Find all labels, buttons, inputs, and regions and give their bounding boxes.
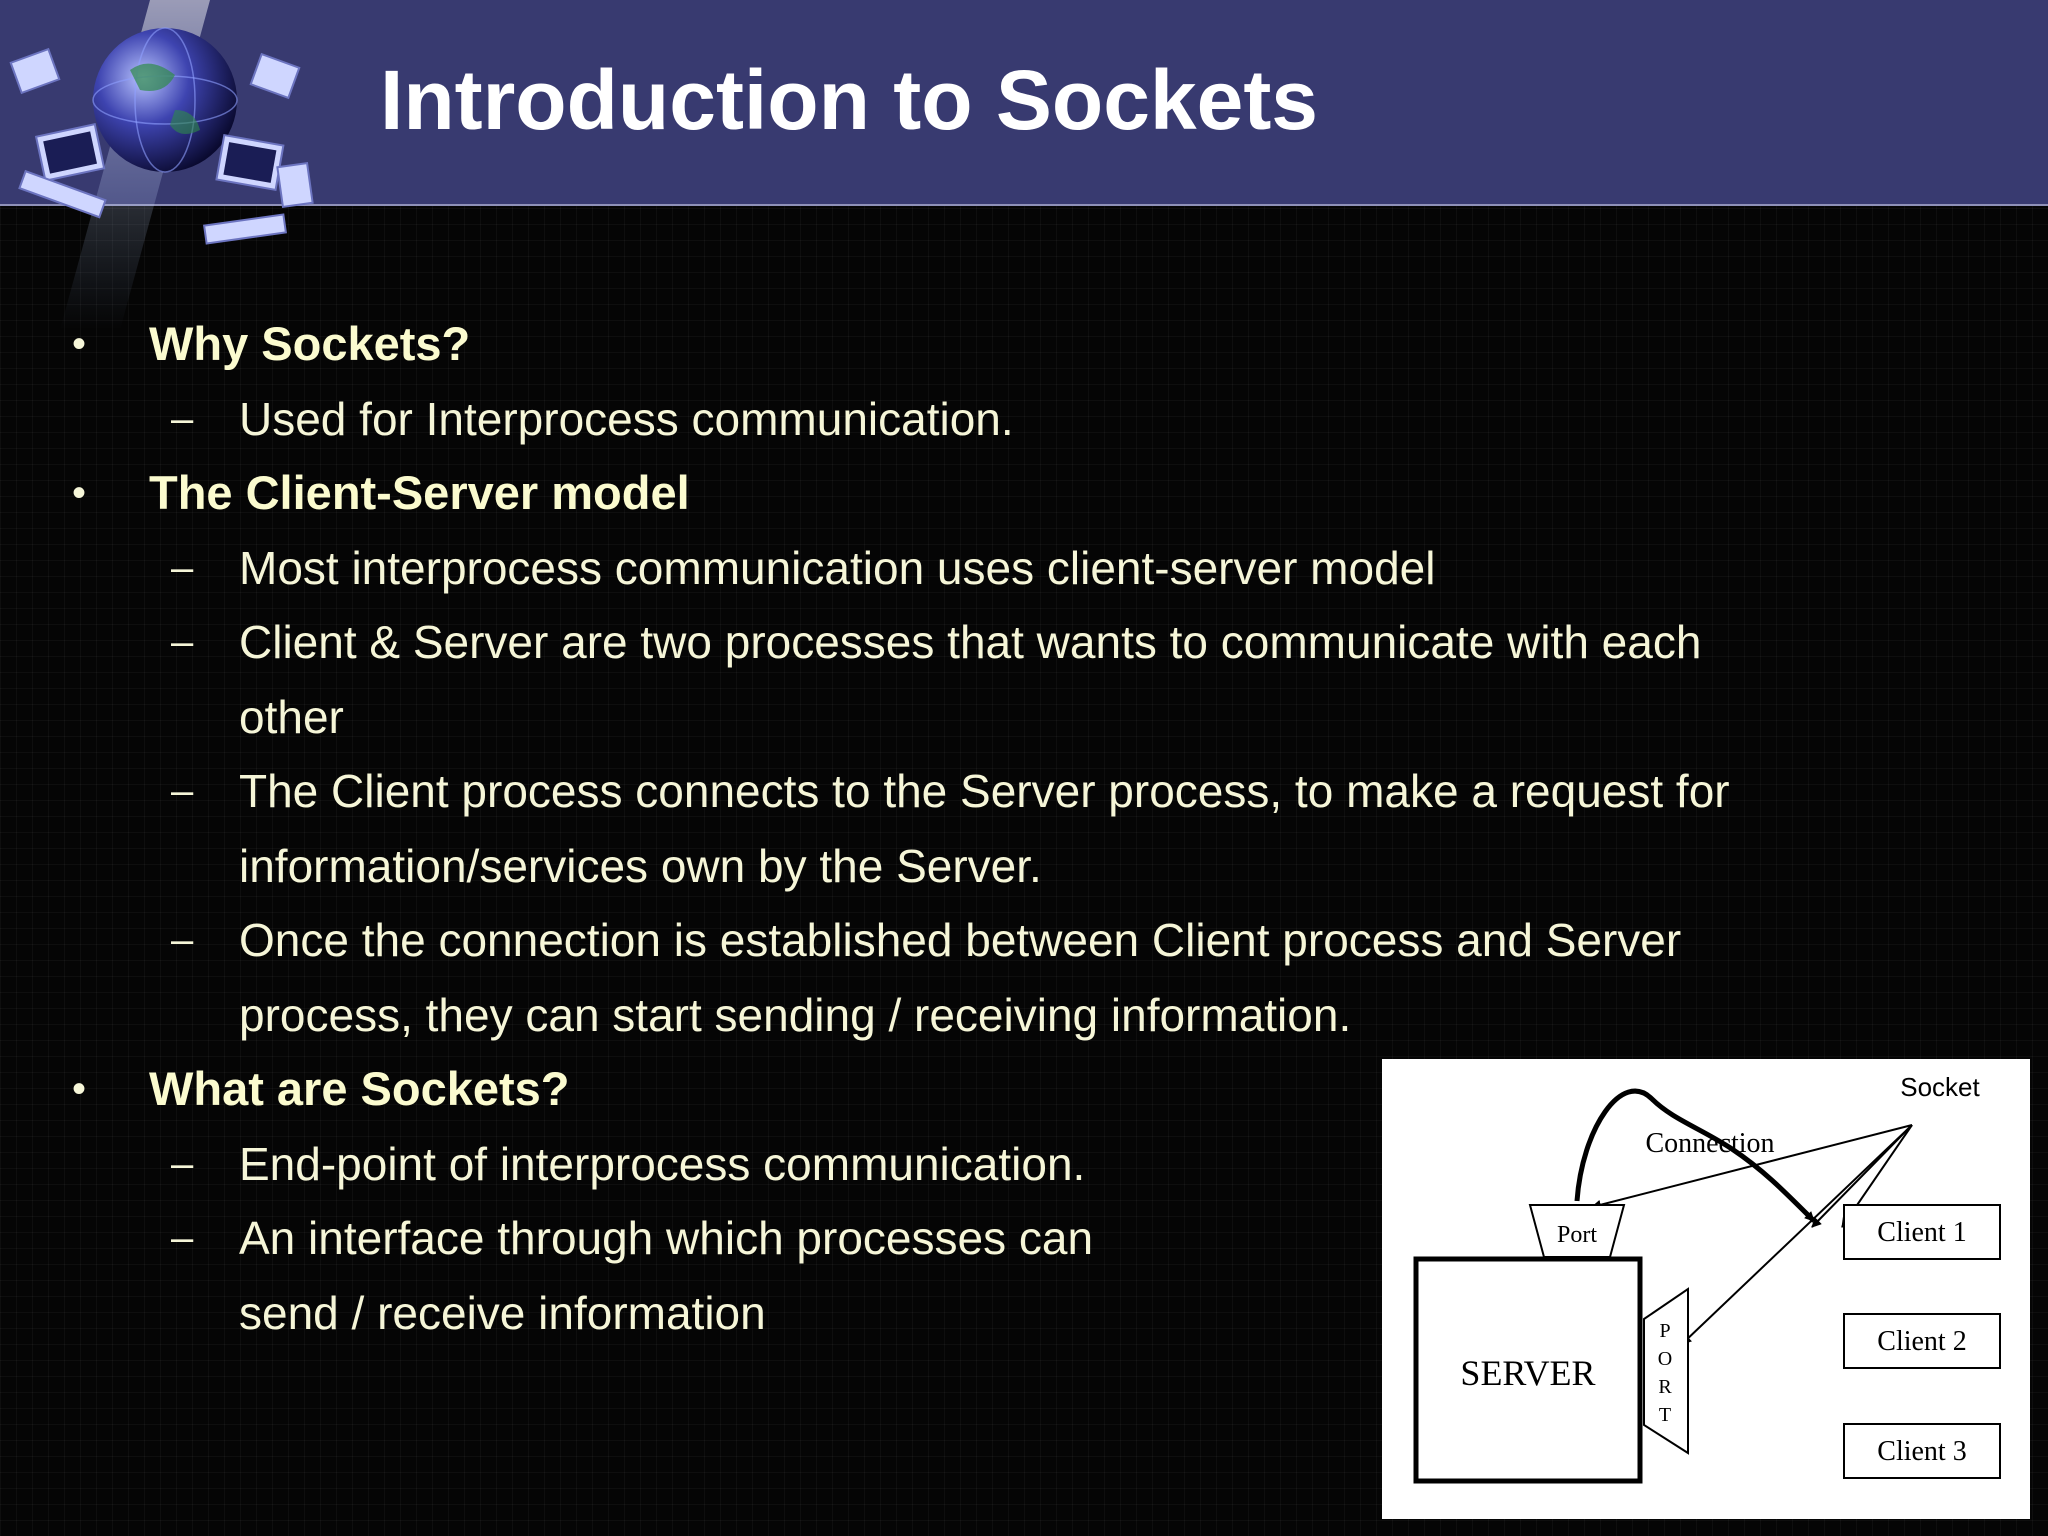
socket-arrow-vertical-port [1681,1124,1913,1345]
port-side-shape [1643,1287,1689,1455]
sub-bullet-interface: An interface through which processes can [239,1212,1094,1264]
sub-bullet-two-processes-cont: other [239,691,344,743]
port-letter-p: P [1659,1320,1670,1342]
port-label: Port [1557,1222,1597,1248]
dash-marker: – [171,918,194,962]
connection-label: Connection [1645,1128,1774,1159]
server-box [1413,1256,1643,1484]
title-bar: Introduction to Sockets [0,0,2048,206]
port-letter-t: T [1659,1404,1671,1426]
dash-marker: – [171,397,194,441]
client-3-box [1843,1423,2001,1479]
sub-bullet-connection-established-cont: process, they can start sending / receiv… [239,989,1352,1041]
bullet-what-are-sockets: What are Sockets? [149,1062,570,1115]
bullet-marker: • [72,471,87,515]
sub-bullet-connection-established: Once the connection is established betwe… [239,914,1682,966]
client-1-label: Client 1 [1877,1217,1966,1248]
sub-bullet-endpoint: End-point of interprocess communication. [239,1138,1086,1190]
dash-marker: – [171,546,194,590]
sub-bullet-client-connects-cont: information/services own by the Server. [239,840,1042,892]
client-1-box [1843,1204,2001,1260]
port-letter-o: O [1658,1348,1672,1370]
dash-marker: – [171,769,194,813]
dash-marker: – [171,1142,194,1186]
sub-bullet-ipc: Used for Interprocess communication. [239,393,1014,445]
port-letter-r: R [1658,1376,1672,1398]
bullet-client-server-model: The Client-Server model [149,466,690,519]
sub-bullet-interface-cont: send / receive information [239,1287,766,1339]
sub-bullet-client-connects: The Client process connects to the Serve… [239,765,1730,817]
bullet-why-sockets: Why Sockets? [149,317,471,370]
sub-bullet-two-processes: Client & Server are two processes that w… [239,616,1702,668]
client-2-box [1843,1313,2001,1369]
socket-label: Socket [1900,1072,1980,1102]
globe-network-logo [0,0,340,330]
bullet-marker: • [72,322,87,366]
socket-diagram: Port SERVER P O R T Client 1 Client 2 Cl… [1382,1059,2030,1519]
client-2-label: Client 2 [1877,1326,1966,1357]
client-server-socket-figure: Port SERVER P O R T Client 1 Client 2 Cl… [1413,1072,2001,1484]
globe-network-computers-icon [9,0,314,330]
dash-marker: – [171,620,194,664]
socket-arrow-port [1591,1124,1913,1210]
connection-curve [1574,1088,1816,1223]
sub-bullet-most-ipc: Most interprocess communication uses cli… [239,542,1436,594]
dash-marker: – [171,1216,194,1260]
slide-title: Introduction to Sockets [380,53,1319,147]
client-3-label: Client 3 [1877,1436,1966,1467]
server-label: SERVER [1460,1353,1595,1393]
bullet-marker: • [72,1067,87,1111]
